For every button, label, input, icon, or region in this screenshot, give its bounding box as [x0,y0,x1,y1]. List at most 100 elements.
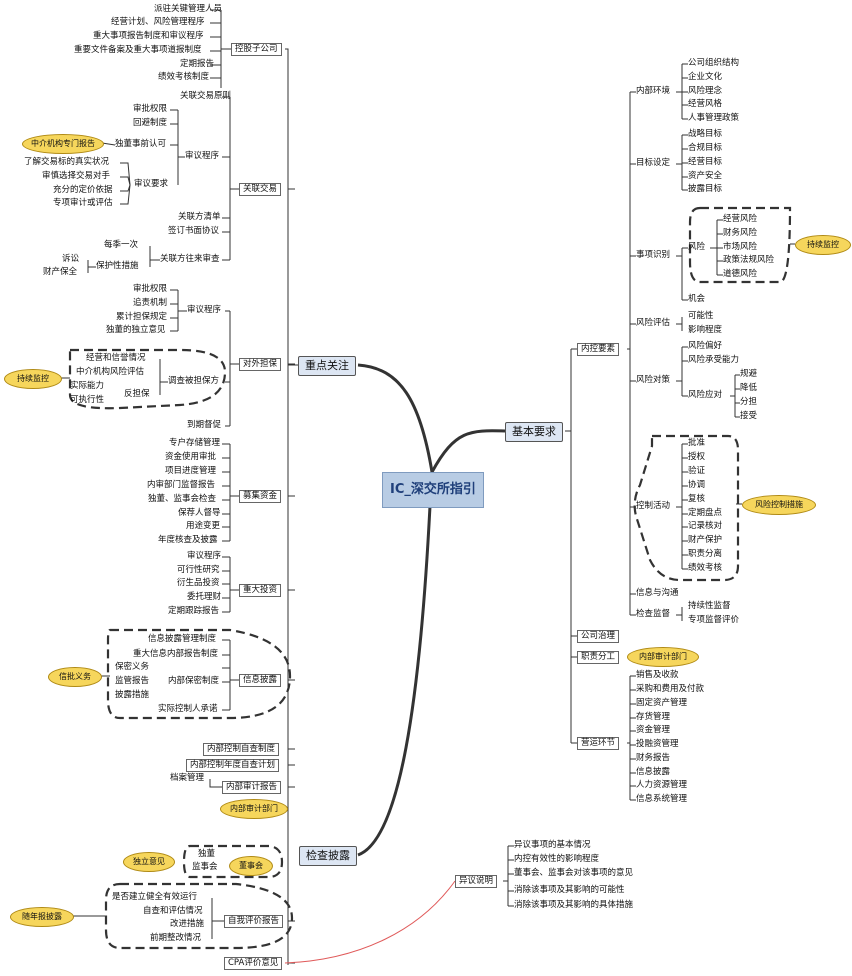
node-investigate: 调查被担保方 [168,376,220,386]
leaf: 市场风险 [723,242,758,252]
connector [120,184,131,192]
callout-monitor-left: 持续监控 [4,369,62,389]
leaf: 资金使用审批 [165,452,217,462]
node-activities: 控制活动 [636,501,671,511]
connector [229,97,239,260]
node-audit-report[interactable]: 内部审计报告 [222,781,282,794]
connector [159,359,168,395]
leaf: 风险理念 [688,86,723,96]
topic-basic[interactable]: 基本要求 [505,422,563,442]
central-topic[interactable]: IC_深交所指引 [382,472,484,508]
callout-monitor-right: 持续监控 [795,235,851,255]
connector [229,557,239,612]
leaf: 审批权限 [133,284,168,294]
leaf: 关联方清单 [178,212,221,222]
leaf: 回避制度 [133,118,168,128]
leaf: 机会 [688,294,706,304]
leaf: 重大事项报告制度和审议程序 [93,31,204,41]
leaf: 重要文件备案及重大事项道报制度 [74,45,202,55]
connector [120,162,131,186]
leaf: 前期整改情况 [150,933,202,943]
node-operation[interactable]: 营运环节 [577,737,620,750]
leaf: 重大信息内部报告制度 [133,649,219,659]
leaf: 董事会、监事会对该事项的意见 [514,868,634,878]
leaf: 可执行性 [70,395,105,405]
node-disclosure[interactable]: 信息披露 [239,674,282,687]
leaf: 实际能力 [70,381,105,391]
leaf: 绩效考核制度 [158,72,210,82]
topic-focus[interactable]: 重点关注 [298,356,356,376]
connector [676,347,683,396]
connector [676,248,683,300]
connector [676,607,683,621]
leaf: 企业文化 [688,72,723,82]
leaf: 持续性监督 [688,601,731,611]
connector [101,142,116,146]
leaf: 每季一次 [104,240,139,250]
connector [676,135,683,190]
leaf: 档案管理 [170,773,205,783]
connector [177,110,185,185]
leaf: 实际控制人承诺 [158,704,218,714]
node-response: 风险对策 [636,375,671,385]
connector [149,246,160,267]
connector [177,290,187,331]
leaf: 固定资产管理 [636,698,688,708]
leaf: 道德风险 [723,269,758,279]
leaf: 异议事项的基本情况 [514,840,591,850]
connector [503,846,509,906]
leaf: 公司组织结构 [688,58,740,68]
node-subsidiary[interactable]: 控股子公司 [231,43,282,56]
node-self-eval[interactable]: 自我评价报告 [224,915,284,928]
leaf: 年度核查及披露 [158,535,218,545]
node-self-check[interactable]: 内部控制自查制度 [203,743,280,756]
node-objective: 目标设定 [636,158,671,168]
node-review-proc: 审议程序 [185,151,220,161]
leaf: 批准 [688,438,706,448]
connector [357,505,432,857]
leaf: 独董、监事会检查 [148,494,217,504]
node-related[interactable]: 关联交易 [239,183,282,196]
callout-audit-dept-right: 内部审计部门 [627,647,699,667]
node-cpa[interactable]: CPA评价意见 [224,957,283,970]
leaf: 人力资源管理 [636,780,688,790]
leaf: 自查和评估情况 [143,906,203,916]
leaf: 到期督促 [187,420,222,430]
leaf: 披露措施 [115,690,150,700]
leaf: 分担 [740,397,758,407]
node-objection[interactable]: 异议说明 [455,875,498,888]
leaf: 是否建立健全有效运行 [112,892,198,902]
connector [627,92,631,615]
node-internal-conf: 内部保密制度 [168,676,220,686]
node-funds[interactable]: 募集资金 [239,490,282,503]
connector [211,898,224,939]
leaf: 影响程度 [688,325,723,335]
leaf: 独董的独立意见 [106,325,166,335]
topic-check[interactable]: 检查披露 [299,846,357,866]
leaf: 经营和信誉情况 [86,353,146,363]
callout-disclosure: 信批义务 [48,667,102,687]
leaf: 信息与沟通 [636,588,679,598]
node-guarantee[interactable]: 对外担保 [239,358,282,371]
leaf: 财务报告 [636,753,671,763]
leaf: 追责机制 [133,298,168,308]
connector [182,844,284,879]
connector [627,676,631,800]
connector [220,10,231,88]
node-duty[interactable]: 职责分工 [577,651,620,664]
connector [285,48,298,366]
leaf: 职责分离 [688,549,723,559]
callout-annual: 随年报披露 [10,907,74,927]
callout-agency-report: 中介机构专门报告 [22,134,104,154]
node-annual-plan[interactable]: 内部控制年度自查计划 [186,759,280,772]
node-control-elements[interactable]: 内控要素 [577,343,620,356]
leaf: 风险承受能力 [688,355,740,365]
connector [688,206,792,284]
connector [676,64,683,119]
callout-audit-dept-left: 内部审计部门 [220,799,288,819]
node-governance[interactable]: 公司治理 [577,630,620,643]
node-invest[interactable]: 重大投资 [239,584,282,597]
leaf: 资金管理 [636,725,671,735]
connector [730,375,736,417]
